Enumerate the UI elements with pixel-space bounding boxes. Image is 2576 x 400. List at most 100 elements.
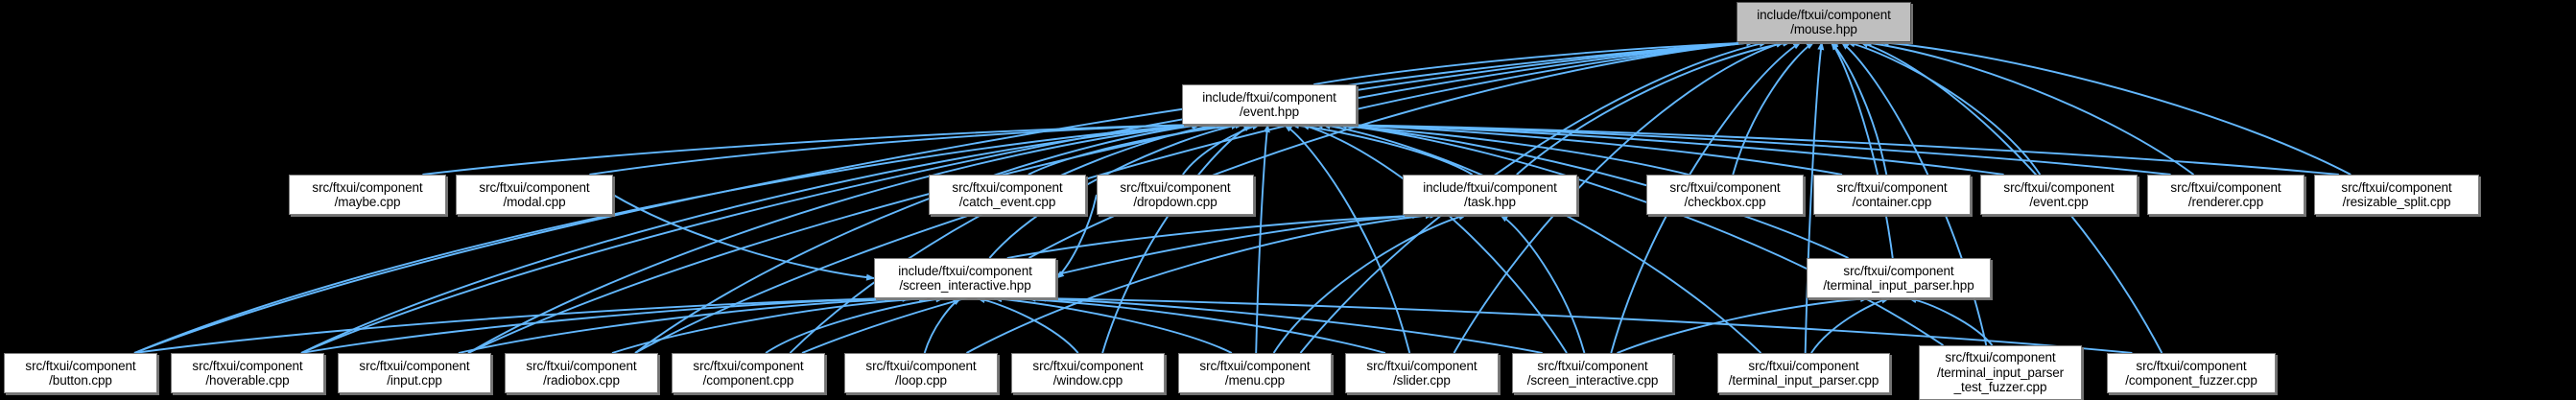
node-label-line1: src/ftxui/component [479, 179, 590, 195]
graph-node-term-parser-cpp[interactable]: src/ftxui/component/terminal_input_parse… [1717, 353, 1890, 393]
node-label-line1: src/ftxui/component [1843, 263, 1954, 278]
node-label-line2: /slider.cpp [1393, 373, 1451, 388]
node-label-line1: include/ftxui/component [898, 263, 1032, 278]
node-label-line1: src/ftxui/component [1120, 179, 1231, 195]
node-label-line1: src/ftxui/component [359, 358, 470, 373]
edges [133, 38, 2351, 354]
node-label-line1: src/ftxui/component [312, 179, 423, 195]
node-label-line1: src/ftxui/component [192, 358, 303, 373]
edge-window-cpp-to-screen-int-hpp [976, 296, 1079, 354]
node-label-line1: src/ftxui/component [865, 358, 977, 373]
node-label-line1: src/ftxui/component [1945, 350, 2056, 365]
graph-node-screen-int-hpp[interactable]: include/ftxui/component/screen_interacti… [874, 258, 1056, 298]
edge-loop-cpp-to-screen-int-hpp [923, 297, 962, 354]
graph-node-modal-cpp[interactable]: src/ftxui/component/modal.cpp [456, 175, 613, 215]
edge-menu-cpp-to-task-hpp [1272, 213, 1468, 354]
node-label-line2: /screen_interactive.cpp [1526, 373, 1659, 388]
graph-node-catch-event-cpp[interactable]: src/ftxui/component/catch_event.cpp [929, 175, 1086, 215]
edge-menu-cpp-to-event-hpp [1255, 124, 1270, 354]
edge-term-fuzzer-cpp-to-term-parser-hpp [1907, 296, 1994, 346]
edge-screen-int-cpp-to-term-parser-hpp [1617, 295, 1870, 354]
node-label-line2: /maybe.cpp [334, 195, 401, 209]
node-label-line2: /window.cpp [1052, 373, 1123, 388]
node-label-line2: /modal.cpp [503, 195, 566, 209]
graph-node-slider-cpp[interactable]: src/ftxui/component/slider.cpp [1345, 353, 1499, 393]
edge-task-hpp-to-event-hpp [1290, 122, 1474, 176]
graph-node-resizable-cpp[interactable]: src/ftxui/component/resizable_split.cpp [2314, 175, 2479, 215]
node-label-line1: src/ftxui/component [952, 179, 1063, 195]
graph-node-window-cpp[interactable]: src/ftxui/component/window.cpp [1011, 353, 1165, 393]
node-label-line1: src/ftxui/component [2341, 179, 2452, 195]
graph-node-button-cpp[interactable]: src/ftxui/component/button.cpp [4, 353, 157, 393]
graph-node-radiobox-cpp[interactable]: src/ftxui/component/radiobox.cpp [505, 353, 658, 393]
graph-node-event-hpp[interactable]: include/ftxui/component/event.hpp [1182, 84, 1357, 125]
graph-node-maybe-cpp[interactable]: src/ftxui/component/maybe.cpp [289, 175, 446, 215]
edge-loop-cpp-to-task-hpp [965, 212, 1434, 354]
node-label-line2: /input.cpp [387, 373, 442, 388]
edge-task-hpp-to-mouse-hpp [1516, 39, 1792, 176]
node-label-line1: include/ftxui/component [1202, 89, 1336, 105]
graph-node-component-cpp[interactable]: src/ftxui/component/component.cpp [672, 353, 825, 393]
edge-component-cpp-to-screen-int-hpp [765, 295, 945, 354]
edge-input-cpp-to-screen-int-hpp [458, 294, 911, 354]
edge-screen-int-cpp-to-event-hpp [1300, 123, 1568, 354]
graph-node-dropdown-cpp[interactable]: src/ftxui/component/dropdown.cpp [1097, 175, 1254, 215]
node-label-line1: src/ftxui/component [1537, 358, 1648, 373]
graph-node-event-cpp[interactable]: src/ftxui/component/event.cpp [1980, 175, 2138, 215]
node-label-line2: /terminal_input_parser.cpp [1728, 373, 1879, 388]
edge-button-cpp-to-screen-int-hpp [133, 294, 893, 354]
graph-node-menu-cpp[interactable]: src/ftxui/component/menu.cpp [1178, 353, 1332, 393]
edge-screen-int-hpp-to-mouse-hpp [1028, 39, 1756, 259]
graph-node-comp-fuzzer-cpp[interactable]: src/ftxui/component/component_fuzzer.cpp [2107, 353, 2276, 393]
node-label-line2: /radiobox.cpp [543, 373, 620, 388]
node-label-line1: src/ftxui/component [1836, 179, 1948, 195]
edge-maybe-cpp-to-event-hpp [422, 121, 1201, 176]
graph-node-container-cpp[interactable]: src/ftxui/component/container.cpp [1813, 175, 1971, 215]
node-label-line2: /loop.cpp [895, 373, 947, 388]
edge-resizable-cpp-to-event-hpp [1337, 121, 2339, 176]
node-label-line1: src/ftxui/component [526, 358, 637, 373]
node-label-line1: include/ftxui/component [1757, 7, 1891, 22]
node-label-line1: src/ftxui/component [1669, 179, 1781, 195]
edge-dropdown-cpp-to-screen-int-hpp [1055, 194, 1098, 279]
edge-radiobox-cpp-to-screen-int-hpp [611, 294, 928, 354]
node-label-line1: src/ftxui/component [693, 358, 804, 373]
edge-screen-int-hpp-to-event-hpp [988, 123, 1241, 259]
edge-input-cpp-to-event-hpp [467, 122, 1201, 354]
graph-node-task-hpp[interactable]: include/ftxui/component/task.hpp [1403, 175, 1577, 215]
node-label-line2: /mouse.hpp [1790, 22, 1857, 36]
graph-node-term-fuzzer-cpp[interactable]: src/ftxui/component/terminal_input_parse… [1919, 345, 2082, 400]
graph-node-screen-int-cpp[interactable]: src/ftxui/component/screen_interactive.c… [1512, 353, 1673, 393]
node-label-line2: /screen_interactive.hpp [899, 278, 1031, 293]
node-label-line1: include/ftxui/component [1423, 179, 1557, 195]
graph-node-term-parser-hpp[interactable]: src/ftxui/component/terminal_input_parse… [1807, 258, 1991, 298]
node-label-line2: /event.hpp [1239, 105, 1300, 119]
edge-slider-cpp-to-event-hpp [1284, 124, 1411, 354]
graph-node-mouse-hpp[interactable]: include/ftxui/component/mouse.hpp [1737, 2, 1911, 42]
node-label-line1: src/ftxui/component [1366, 358, 1477, 373]
graph-node-input-cpp[interactable]: src/ftxui/component/input.cpp [338, 353, 491, 393]
graph-node-renderer-cpp[interactable]: src/ftxui/component/renderer.cpp [2147, 175, 2304, 215]
edge-term-parser-cpp-to-term-parser-hpp [1810, 296, 1891, 354]
edge-renderer-cpp-to-mouse-hpp [1862, 39, 2195, 176]
edge-hoverable-cpp-to-event-hpp [300, 122, 1201, 354]
node-label-line2: /checkbox.cpp [1684, 195, 1766, 209]
edge-term-parser-hpp-to-event-hpp [1331, 122, 1849, 259]
edge-modal-cpp-to-screen-int-hpp [612, 194, 875, 281]
edge-modal-cpp-to-event-hpp [589, 121, 1201, 176]
node-label-line2: /dropdown.cpp [1133, 195, 1217, 209]
graph-node-checkbox-cpp[interactable]: src/ftxui/component/checkbox.cpp [1646, 175, 1804, 215]
node-label-line3: _test_fuzzer.cpp [1953, 380, 2047, 395]
node-label-line2: /catch_event.cpp [958, 195, 1056, 209]
edge-hoverable-cpp-to-screen-int-hpp [300, 294, 895, 354]
node-label-line2: /resizable_split.cpp [2342, 195, 2451, 209]
edge-input-cpp-to-mouse-hpp [467, 39, 1756, 354]
graph-node-hoverable-cpp[interactable]: src/ftxui/component/hoverable.cpp [171, 353, 324, 393]
edge-catch-event-cpp-to-event-hpp [1028, 122, 1244, 176]
node-label-line1: src/ftxui/component [2170, 179, 2281, 195]
graph-node-loop-cpp[interactable]: src/ftxui/component/loop.cpp [844, 353, 998, 393]
node-label-line1: src/ftxui/component [1199, 358, 1311, 373]
edge-menu-cpp-to-mouse-hpp [1299, 40, 1768, 354]
